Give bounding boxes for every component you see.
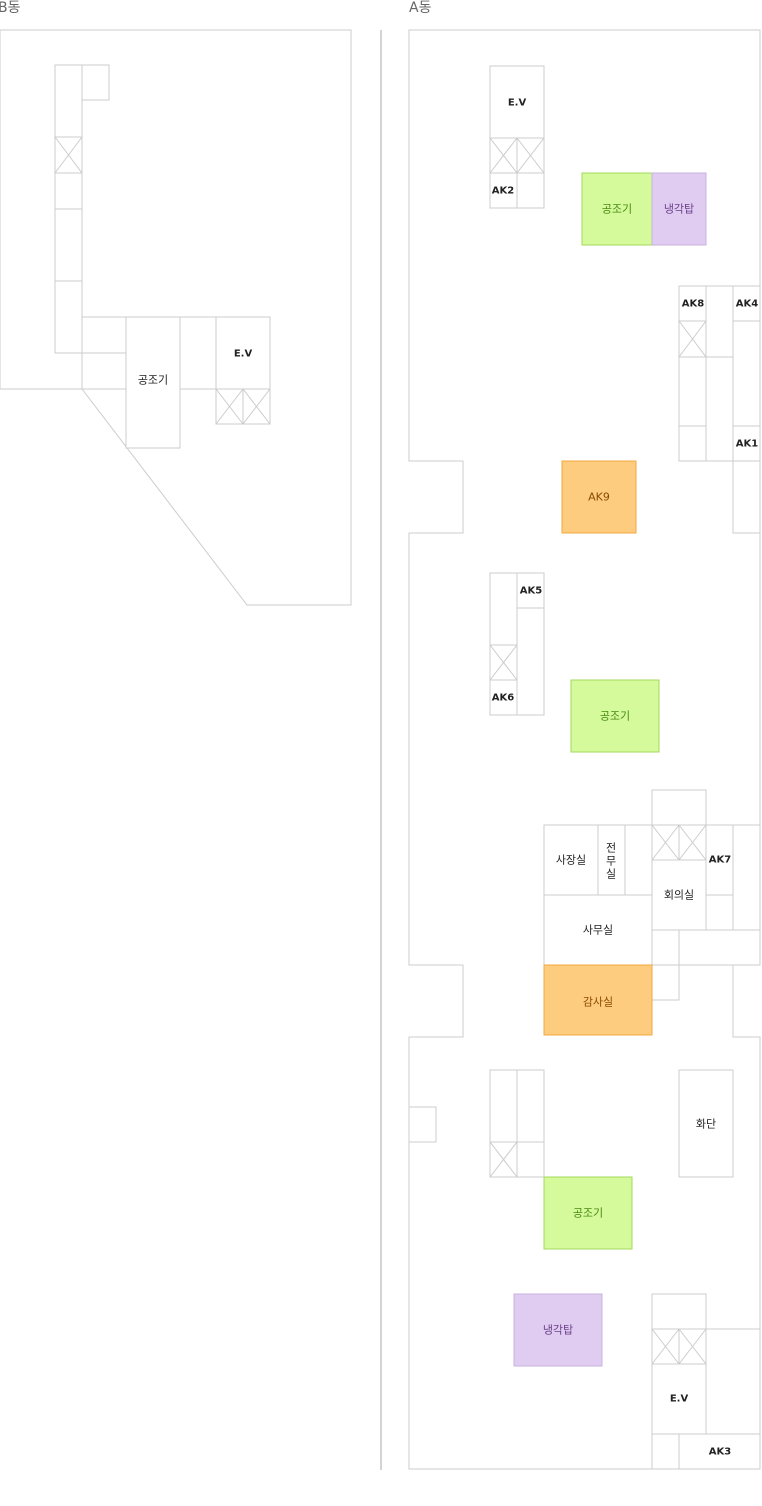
a-ak4-label: AK4 (736, 299, 758, 310)
a-ak8-room (678, 285, 707, 322)
shaft-cell (54, 208, 83, 282)
a-meeting-room-label: 회의실 (664, 889, 694, 902)
shaft-cell (54, 280, 83, 354)
building-b: 공조기 E.V (0, 29, 352, 606)
a-flowerbed-label: 화단 (696, 1118, 716, 1131)
b-ahu-label: 공조기 (138, 374, 168, 387)
building-a: E.V AK2 공조기 냉각탑 AK8 AK4 AK1 AK9 (408, 29, 761, 1470)
a-director-office-label-2: 무 (606, 855, 616, 868)
a-director-office-label-3: 실 (606, 868, 616, 881)
b-ahu-room (125, 316, 181, 449)
a-director-office-label-1: 전 (606, 842, 616, 855)
shaft-cell (54, 64, 83, 138)
a-ak7-room (705, 824, 734, 896)
a-office-room-label: 사무실 (583, 924, 613, 937)
building-a-label: A동 (409, 0, 432, 16)
a-ak8-label: AK8 (682, 299, 704, 310)
a-ahu-room-2 (570, 679, 660, 753)
a-elevator-top (489, 65, 545, 139)
core-cell (81, 316, 127, 354)
a-ak4-room (732, 285, 761, 322)
a-audit-room-label: 감사실 (583, 996, 613, 1009)
a-cooling-tower-label-2: 냉각탑 (543, 1324, 573, 1337)
a-cooling-tower-1 (651, 172, 707, 246)
a-meeting-room (651, 859, 707, 931)
a-elevator-bottom-label: E.V (670, 1394, 689, 1405)
a-ahu-room-1 (581, 172, 653, 246)
a-flowerbed (678, 1069, 734, 1178)
a-ahu-label-3: 공조기 (573, 1207, 603, 1220)
a-ak5-room (516, 572, 545, 609)
b-elevator-label: E.V (234, 349, 253, 360)
a-ahu-label-1: 공조기 (602, 203, 632, 216)
a-ahu-room-3 (543, 1176, 633, 1250)
a-ak9-room (561, 460, 637, 534)
shaft-cell (54, 172, 83, 210)
a-ak3-label: AK3 (709, 1447, 731, 1458)
core-cell (179, 316, 217, 390)
b-elevator (215, 316, 271, 390)
a-ak7-label: AK7 (709, 855, 731, 866)
a-ak9-label: AK9 (588, 491, 610, 504)
a-ak2-label: AK2 (492, 186, 514, 197)
a-director-office (597, 824, 626, 896)
a-elevator-top-label: E.V (508, 98, 527, 109)
a-ak2-room (489, 172, 518, 209)
a-ahu-label-2: 공조기 (600, 710, 630, 723)
shaft-cell (81, 64, 110, 101)
building-b-label: B동 (0, 0, 21, 16)
core-cell (81, 352, 127, 390)
a-president-office-label: 사장실 (556, 854, 586, 867)
a-ak1-room (732, 425, 761, 462)
a-ak3-room (678, 1433, 761, 1470)
a-ak6-room (489, 679, 518, 716)
a-cooling-tower-2 (513, 1293, 603, 1367)
a-ak1-label: AK1 (736, 439, 758, 450)
a-elevator-bottom (651, 1363, 707, 1435)
a-president-office (543, 824, 599, 896)
a-ak6-label: AK6 (492, 693, 514, 704)
a-ak5-label: AK5 (520, 586, 542, 597)
a-audit-room (543, 964, 653, 1036)
a-cooling-tower-label-1: 냉각탑 (664, 203, 694, 216)
